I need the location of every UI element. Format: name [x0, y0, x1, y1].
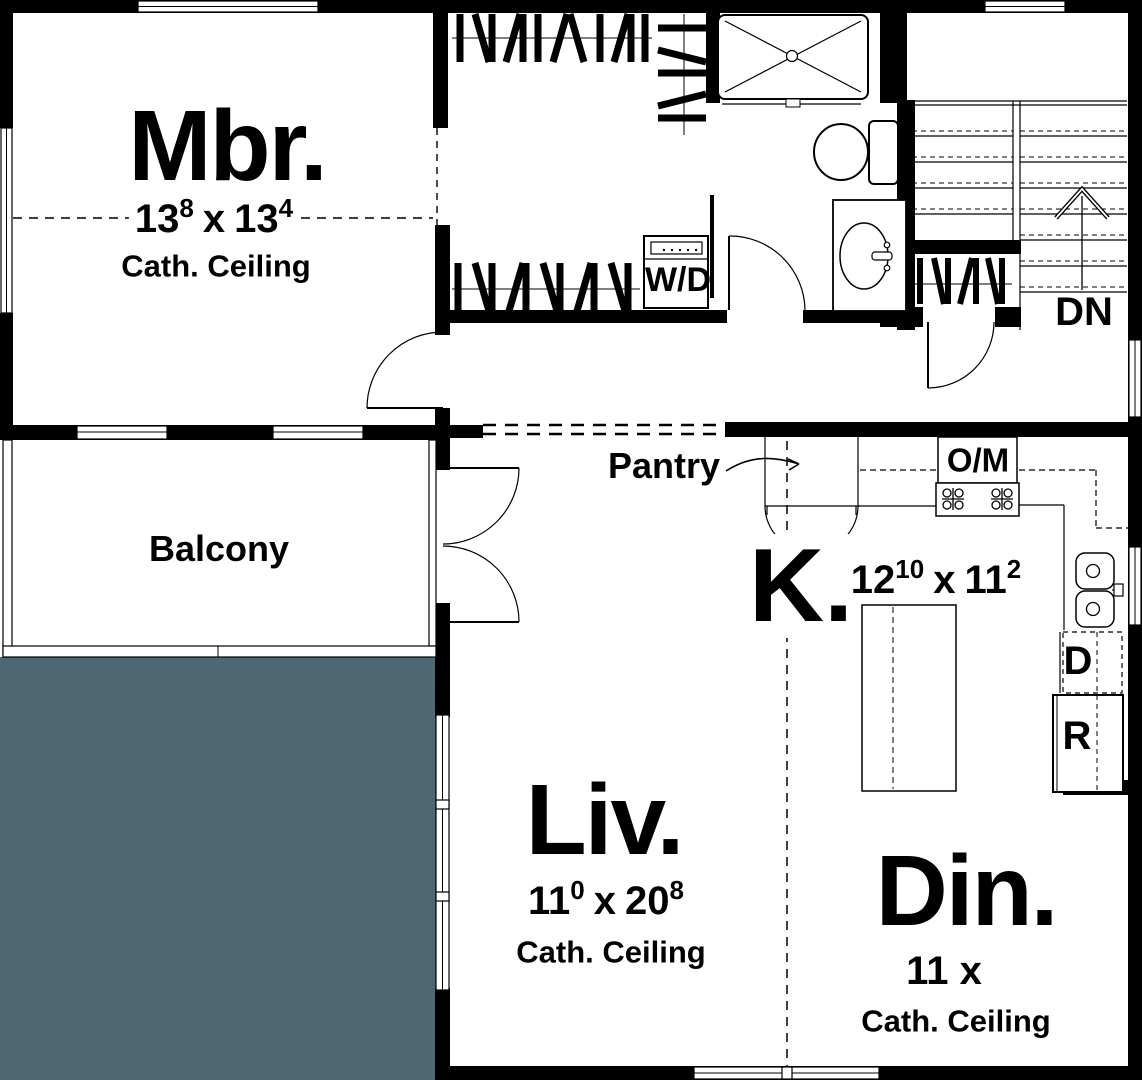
wall-mbr-right-lower — [435, 408, 450, 440]
wall-left-lower — [0, 313, 13, 427]
closet-hangers-laundry — [452, 262, 640, 312]
liv-ceiling-label: Cath. Ceiling — [516, 934, 706, 970]
wall-stub-closet-left — [880, 307, 923, 327]
window-mbr-top — [137, 0, 319, 13]
window-landing-right — [1128, 339, 1142, 418]
stairs-down-label: DN — [1055, 290, 1113, 334]
stairs — [912, 100, 1127, 330]
shower — [717, 14, 869, 108]
balcony-railing — [2, 439, 437, 658]
wall-mbr-right-mid — [435, 225, 450, 335]
refrigerator-label: R — [1062, 714, 1092, 758]
wall-kitchen-north — [725, 422, 1142, 437]
stair-treads-right — [1020, 130, 1127, 293]
mbr-ceiling-label: Cath. Ceiling — [121, 248, 311, 284]
stair-treads-left — [912, 130, 1013, 215]
refrigerator-box — [1052, 694, 1124, 793]
wall-closet-bath-divider — [706, 13, 720, 103]
window-mbr-south-2 — [272, 425, 364, 440]
doors — [366, 235, 995, 623]
cooktop-icon — [935, 482, 1020, 517]
wall-laundry-divider — [710, 195, 714, 298]
mbr-room-label: Mbr. — [128, 90, 328, 202]
window-mbr-south-1 — [76, 425, 168, 440]
kitchen-island — [861, 604, 957, 792]
bathroom-door — [728, 235, 806, 311]
mbr-door — [366, 331, 444, 409]
wall-closet-south — [442, 310, 727, 323]
balcony-french-door-bottom — [442, 545, 520, 623]
window-mbr-left — [0, 127, 13, 314]
wall-liv-west-mid — [435, 603, 450, 717]
dishwasher-box — [1059, 631, 1123, 694]
oven-microwave-box — [937, 436, 1018, 484]
window-liv-west — [435, 714, 450, 991]
wall-mbr-south — [0, 425, 450, 440]
pantry-arrow-icon — [725, 457, 800, 472]
wall-liv-west-lower — [435, 988, 450, 1080]
outdoor-background — [0, 657, 437, 1080]
wall-understair-closet-top — [895, 240, 1021, 254]
toilet — [813, 120, 899, 185]
shower-drain-icon — [785, 49, 799, 63]
closet-hangers-right — [657, 14, 707, 135]
pantry-label: Pantry — [607, 445, 721, 486]
pantry-cabinet — [764, 437, 859, 507]
kitchen-sink — [1075, 552, 1124, 628]
balcony-label: Balcony — [148, 528, 290, 569]
counter-edges — [858, 504, 1065, 630]
din-dimensions: 11 x — [906, 949, 982, 993]
washer-dryer-unit — [643, 235, 709, 309]
wall-shower-right — [880, 13, 907, 103]
vanity-sink — [832, 199, 907, 312]
closet-hangers-understairs — [915, 257, 1012, 305]
liv-room-label: Liv. — [525, 764, 685, 876]
upper-cabinet-lines — [860, 469, 1128, 529]
kitchen-fixtures — [725, 436, 1128, 793]
closet-hangers-top — [452, 13, 652, 63]
din-ceiling-label: Cath. Ceiling — [861, 1003, 1051, 1039]
faucet-icon — [1113, 583, 1124, 597]
din-room-label: Din. — [875, 835, 1059, 947]
wall-left-upper — [0, 13, 13, 128]
wall-liv-west-post — [435, 440, 450, 470]
window-kitchen-sink — [1128, 546, 1142, 626]
window-stairs-top — [984, 0, 1066, 13]
wall-stub-closet-right — [995, 307, 1021, 327]
washer-dryer-label: W/D — [644, 261, 712, 299]
wall-hall-south-stub — [450, 425, 483, 438]
kitchen-room-label: K. — [743, 534, 859, 638]
dishwasher-label: D — [1063, 639, 1093, 683]
understairs-closet-door — [927, 321, 995, 389]
balcony-french-door-top — [442, 467, 520, 545]
window-bottom — [693, 1066, 880, 1080]
stairs-down-arrow-icon — [1054, 185, 1110, 290]
wall-mbr-right-upper — [433, 13, 448, 128]
oven-microwave-label: O/M — [946, 441, 1010, 479]
faucet-icon — [871, 251, 893, 261]
